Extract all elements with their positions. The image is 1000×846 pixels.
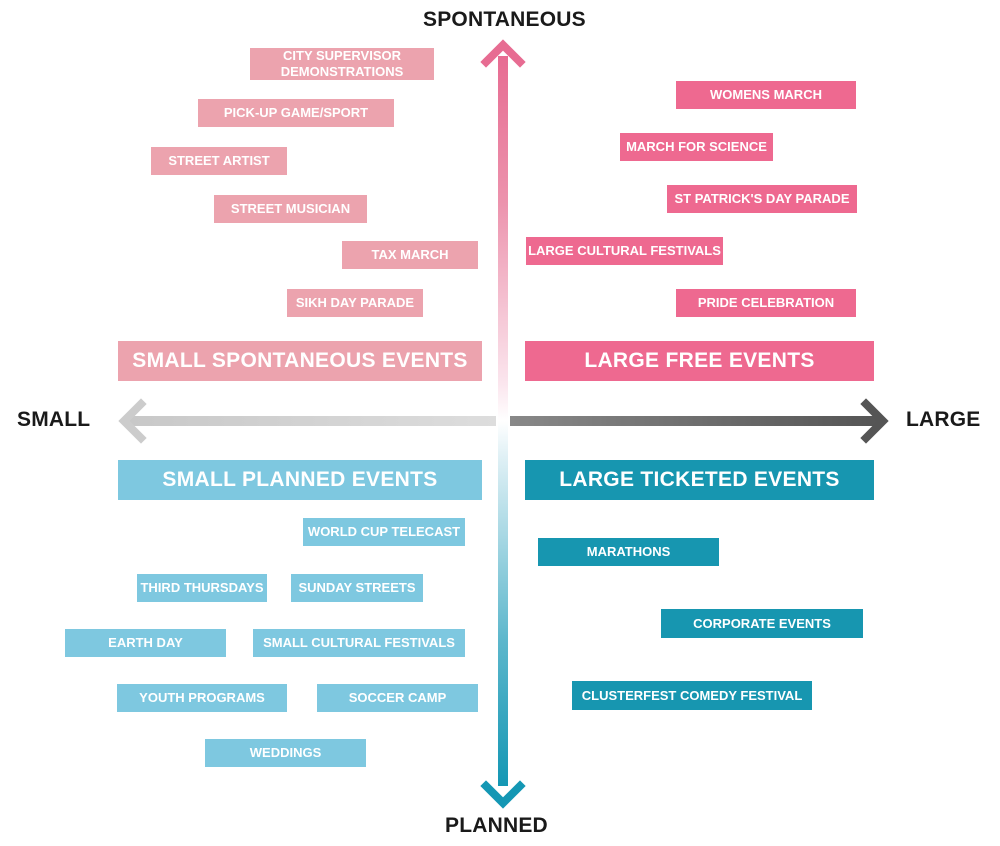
quadrant-title-small-planned: SMALL PLANNED EVENTS: [118, 460, 482, 500]
event-corporate-events: CORPORATE EVENTS: [661, 609, 863, 638]
horizontal-axis-right-shaft: [510, 416, 878, 426]
event-pick-up-game-sport: PICK-UP GAME/SPORT: [198, 99, 394, 127]
axis-label-spontaneous: SPONTANEOUS: [423, 8, 586, 31]
event-st-patricks-day-parade: ST PATRICK'S DAY PARADE: [667, 185, 857, 213]
vertical-axis-shaft: [498, 56, 508, 786]
quadrant-title-large-ticketed: LARGE TICKETED EVENTS: [525, 460, 874, 500]
event-soccer-camp: SOCCER CAMP: [317, 684, 478, 712]
event-sunday-streets: SUNDAY STREETS: [291, 574, 423, 602]
horizontal-axis-left-arrowhead: [118, 398, 147, 444]
event-city-supervisor-demonstrations: CITY SUPERVISOR DEMONSTRATIONS: [250, 48, 434, 80]
vertical-axis-bottom-arrowhead: [480, 780, 526, 809]
event-large-cultural-festivals: LARGE CULTURAL FESTIVALS: [526, 237, 723, 265]
event-street-artist: STREET ARTIST: [151, 147, 287, 175]
event-tax-march: TAX MARCH: [342, 241, 478, 269]
event-third-thursdays: THIRD THURSDAYS: [137, 574, 267, 602]
event-world-cup-telecast: WORLD CUP TELECAST: [303, 518, 465, 546]
event-weddings: WEDDINGS: [205, 739, 366, 767]
quadrant-title-small-spontaneous: SMALL SPONTANEOUS EVENTS: [118, 341, 482, 381]
axis-label-small: SMALL: [17, 408, 91, 431]
event-womens-march: WOMENS MARCH: [676, 81, 856, 109]
event-street-musician: STREET MUSICIAN: [214, 195, 367, 223]
event-youth-programs: YOUTH PROGRAMS: [117, 684, 287, 712]
event-pride-celebration: PRIDE CELEBRATION: [676, 289, 856, 317]
horizontal-axis-left-shaft: [128, 416, 496, 426]
quadrant-title-large-free: LARGE FREE EVENTS: [525, 341, 874, 381]
axis-label-planned: PLANNED: [445, 814, 548, 837]
event-clusterfest-comedy-festival: CLUSTERFEST COMEDY FESTIVAL: [572, 681, 812, 710]
event-small-cultural-festivals: SMALL CULTURAL FESTIVALS: [253, 629, 465, 657]
event-march-for-science: MARCH FOR SCIENCE: [620, 133, 773, 161]
vertical-axis-top-arrowhead: [480, 39, 526, 68]
horizontal-axis-right-arrowhead: [860, 398, 889, 444]
event-sikh-day-parade: SIKH DAY PARADE: [287, 289, 423, 317]
event-earth-day: EARTH DAY: [65, 629, 226, 657]
axis-label-large: LARGE: [906, 408, 981, 431]
event-marathons: MARATHONS: [538, 538, 719, 566]
